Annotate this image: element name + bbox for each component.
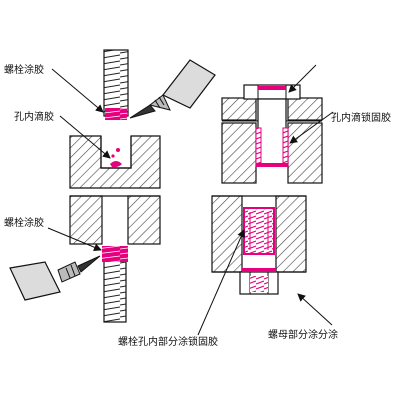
adhesive-threads-top-right <box>282 127 289 167</box>
adhesive-on-bolt-bottom-left <box>102 246 128 262</box>
panel-top-right: 孔内滴锁固胶 <box>221 64 391 184</box>
adhesive-top-top-right <box>258 86 286 90</box>
block-bottom-left-right <box>127 195 161 245</box>
bolt-top-left <box>103 49 129 117</box>
label-hole-drip-glue: 孔内滴胶 <box>14 110 54 123</box>
leader-bolt-glue-bottom <box>47 227 102 252</box>
leader-arrow-top-right <box>288 64 317 93</box>
plate-bottom-right-left <box>211 195 243 273</box>
label-nut-partial-glue: 螺母部分涂分涂 <box>268 328 338 341</box>
adhesive-on-bolt-top-left <box>105 108 127 120</box>
bolt-bottom-right <box>243 207 275 255</box>
plate-lower-top-right-left <box>221 122 257 184</box>
panel-bottom-left: 螺栓涂胶 <box>4 195 161 323</box>
adhesive-drops-in-hole <box>110 161 122 168</box>
glue-bottle-icon <box>129 59 216 119</box>
adhesive-drop <box>116 148 120 152</box>
adhesive-bottom-top-right <box>256 163 288 167</box>
panel-bottom-right: 螺栓孔内部分涂锁固胶 螺母部分涂分涂 <box>118 195 338 348</box>
leader-bolt-glue-top <box>51 68 104 113</box>
panel-top-left: 螺栓涂胶 孔内滴胶 <box>4 49 216 189</box>
plate-lower-top-right-right <box>287 122 323 184</box>
leader-hole-drip-lock-glue <box>289 111 334 144</box>
label-bolt-hole-partial-lock: 螺栓孔内部分涂锁固胶 <box>118 335 218 348</box>
leader-bolt-hole-partial-lock <box>197 229 245 336</box>
leader-hole-drip-glue <box>59 115 111 159</box>
glue-bottle-icon <box>9 255 101 301</box>
adhesive-threads-top-right <box>255 127 262 167</box>
hole-top-left <box>100 136 132 169</box>
plate-upper-top-right <box>221 97 257 121</box>
leader-nut-partial-glue <box>297 293 333 326</box>
label-bolt-glue-top: 螺栓涂胶 <box>4 63 44 76</box>
adhesive-on-nut-top <box>242 268 276 272</box>
adhesive-on-nut <box>250 276 268 292</box>
block-bottom-left-left <box>69 195 103 245</box>
bolt-shank-top-right <box>257 98 287 166</box>
label-bolt-glue-bottom: 螺栓涂胶 <box>4 216 44 229</box>
plate-bottom-right-right <box>275 195 307 273</box>
adhesive-drop <box>111 154 115 158</box>
label-hole-drip-lock-glue: 孔内滴锁固胶 <box>331 111 391 124</box>
plate-upper-top-right <box>287 97 323 121</box>
